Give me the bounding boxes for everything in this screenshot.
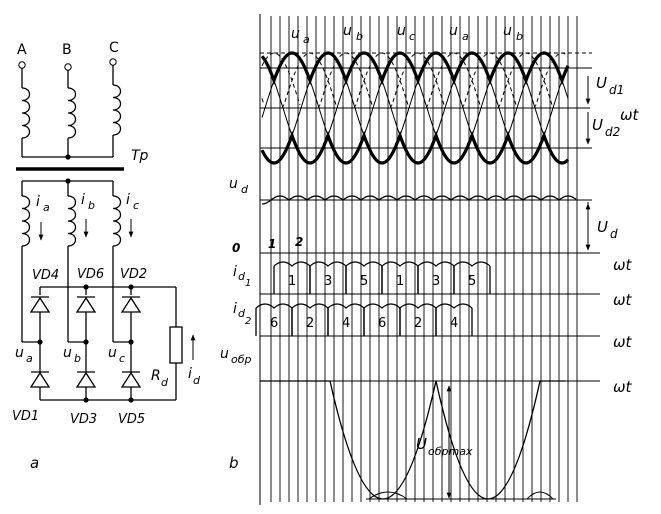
id1g-segment-label: 3 xyxy=(432,274,440,289)
caption-b: b xyxy=(229,454,239,472)
id1g-segment-label: 5 xyxy=(468,274,476,289)
id2g-segment-label: 4 xyxy=(342,316,350,331)
svg-text:d: d xyxy=(238,270,246,283)
current-ic-label: i xyxy=(126,192,130,208)
node-ub-sub: b xyxy=(74,352,81,365)
id2-label: i xyxy=(233,301,237,317)
id2g-segment-label: 2 xyxy=(306,316,314,331)
svg-text:d2: d2 xyxy=(605,125,620,139)
phase-label-ub-1: u xyxy=(343,23,352,39)
load-current-label: i xyxy=(188,366,192,382)
omega-t-label-5: ωt xyxy=(613,378,633,396)
node-ub-label: u xyxy=(63,345,72,361)
node-uc-label: u xyxy=(108,345,117,361)
svg-text:a: a xyxy=(462,30,469,43)
load-current-sub: d xyxy=(193,374,201,387)
svg-text:2: 2 xyxy=(245,316,251,327)
omega-t-label-1: ωt xyxy=(620,106,640,124)
phase-label-c: C xyxy=(109,40,119,56)
terminal-c-icon xyxy=(109,58,117,66)
terminal-b-icon xyxy=(64,63,72,71)
svg-text:1: 1 xyxy=(245,278,251,289)
svg-text:d: d xyxy=(238,307,246,320)
diode-vd3-label: VD3 xyxy=(70,412,97,427)
phase-label-ua-2: u xyxy=(449,23,458,39)
phase-label-uc-1: u xyxy=(397,23,406,39)
load-label: R xyxy=(151,368,161,384)
svg-text:c: c xyxy=(409,30,415,43)
diode-vd5-icon xyxy=(120,371,142,388)
ud-ripple-curve xyxy=(261,195,577,205)
id2g-segment-label: 6 xyxy=(378,316,386,331)
node-ua-label: u xyxy=(15,345,24,361)
omega-t-label-3: ωt xyxy=(613,291,633,309)
terminal-a-icon xyxy=(18,61,26,69)
primary-windings xyxy=(21,65,122,160)
transformer-label: Tp xyxy=(131,148,149,164)
svg-text:a: a xyxy=(303,33,310,46)
diode-vd2-label: VD2 xyxy=(120,267,147,282)
diode-vd3-icon xyxy=(75,371,97,388)
current-ib-sub: b xyxy=(88,199,95,212)
omega-t-label-4: ωt xyxy=(613,333,633,351)
current-ia-sub: a xyxy=(43,201,50,214)
diode-vd4-label: VD4 xyxy=(32,268,59,283)
node-ua-sub: a xyxy=(26,352,33,365)
caption-a: a xyxy=(30,454,39,472)
id1g-segment-label: 1 xyxy=(288,274,296,289)
ud2-label: U xyxy=(592,116,603,134)
current-ia-label: i xyxy=(36,194,40,210)
id2-blocks: 6 2 4 6 2 4 xyxy=(255,303,473,336)
node-uc-sub: c xyxy=(119,352,125,365)
Ud-label: U xyxy=(597,218,608,236)
diode-vd6-icon xyxy=(75,296,97,313)
load-resistor-icon xyxy=(169,326,183,364)
phase-label-a: A xyxy=(17,42,27,58)
svg-text:d: d xyxy=(610,227,618,241)
phase-label-ua-1: u xyxy=(291,26,300,42)
origin-label: 0 xyxy=(232,241,240,255)
id1g-segment-label: 5 xyxy=(360,274,368,289)
ud-waveform-label: u xyxy=(229,176,238,192)
secondary-windings xyxy=(21,178,122,247)
phase-voltage-curves xyxy=(260,53,570,165)
svg-text:обр: обр xyxy=(231,353,252,366)
svg-text:b: b xyxy=(516,30,523,43)
omega-t-label-2: ωt xyxy=(613,256,633,274)
diode-vd1-label: VD1 xyxy=(12,409,39,424)
id1g-segment-label: 3 xyxy=(324,274,332,289)
diode-vd5-label: VD5 xyxy=(118,412,145,427)
diode-vd6-label: VD6 xyxy=(77,267,104,282)
current-ic-sub: c xyxy=(133,199,139,212)
circuit-schematic: A B C Tp xyxy=(12,40,201,472)
lower-envelope xyxy=(260,130,570,165)
uobr-label: u xyxy=(220,346,229,362)
phase-label-b: B xyxy=(62,42,72,58)
id2g-segment-label: 6 xyxy=(270,316,278,331)
mark-1-label: 1 xyxy=(268,237,276,251)
diode-vd1-icon xyxy=(29,371,51,388)
current-ib-label: i xyxy=(81,192,85,208)
phase-label-ub-2: u xyxy=(503,23,512,39)
id2g-segment-label: 4 xyxy=(450,316,458,331)
Uobrmax-label: U xyxy=(416,435,427,453)
reverse-voltage-curve xyxy=(260,380,565,500)
svg-text:обрmax: обрmax xyxy=(428,445,473,458)
diode-vd4-icon xyxy=(29,296,51,313)
id1g-segment-label: 1 xyxy=(396,274,404,289)
load-sub: d xyxy=(161,376,169,389)
svg-text:d: d xyxy=(241,183,249,196)
diode-vd2-icon xyxy=(120,296,142,313)
svg-text:b: b xyxy=(356,30,363,43)
id1-blocks: 1 3 5 1 3 5 xyxy=(273,261,491,294)
neutral-node-icon xyxy=(65,154,71,160)
mark-2-label: 2 xyxy=(295,235,303,249)
svg-text:d1: d1 xyxy=(609,83,624,97)
ud1-label: U xyxy=(596,74,607,92)
id1-label: i xyxy=(233,264,237,280)
id2g-segment-label: 2 xyxy=(414,316,422,331)
